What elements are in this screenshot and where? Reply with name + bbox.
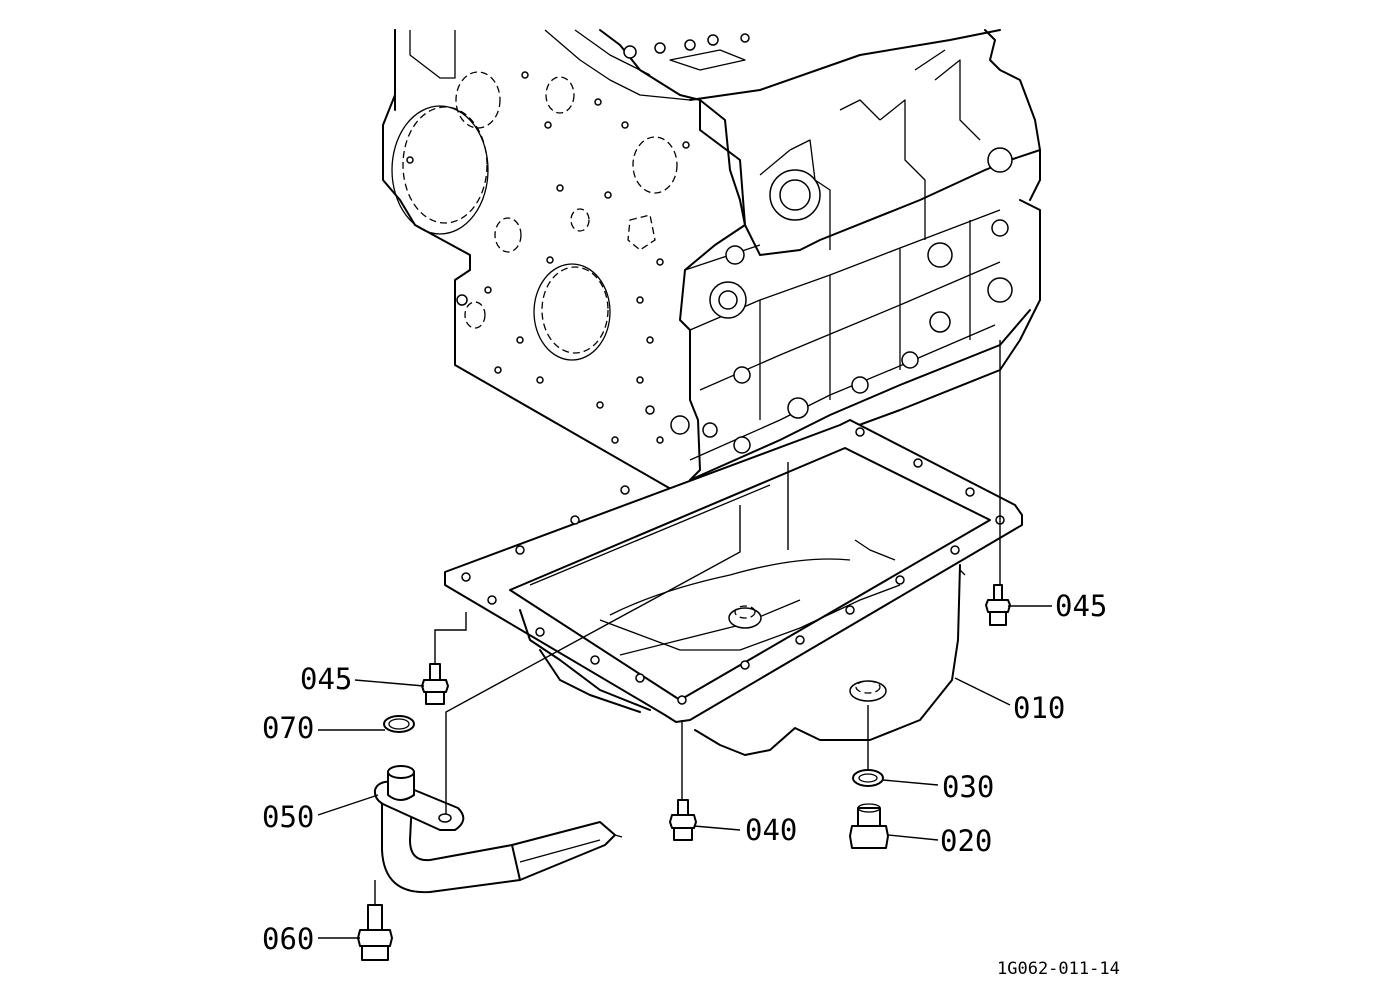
- bolt-060: [357, 904, 393, 961]
- label-030: 030: [942, 770, 994, 804]
- label-070: 070: [262, 711, 314, 745]
- part-labels: 045 045 010 070 050 030 040 020 060: [262, 589, 1107, 956]
- drain-plug-020: [849, 803, 889, 849]
- engine-block: [382, 29, 1041, 501]
- bolt-045-left: [421, 663, 449, 705]
- oil-strainer-pipe: [373, 715, 623, 894]
- leader-lines: [317, 340, 1052, 939]
- gasket-030: [852, 769, 884, 787]
- label-020: 020: [940, 824, 992, 858]
- label-045-right: 045: [1055, 589, 1107, 623]
- oil-pan: [444, 419, 1023, 756]
- label-010: 010: [1013, 691, 1065, 725]
- label-040: 040: [745, 813, 797, 847]
- label-050: 050: [262, 800, 314, 834]
- bolt-040: [669, 799, 697, 841]
- bolt-045-right: [985, 584, 1011, 626]
- label-045-left: 045: [300, 662, 352, 696]
- label-060: 060: [262, 922, 314, 956]
- diagram-reference-code: 1G062-011-14: [997, 959, 1120, 979]
